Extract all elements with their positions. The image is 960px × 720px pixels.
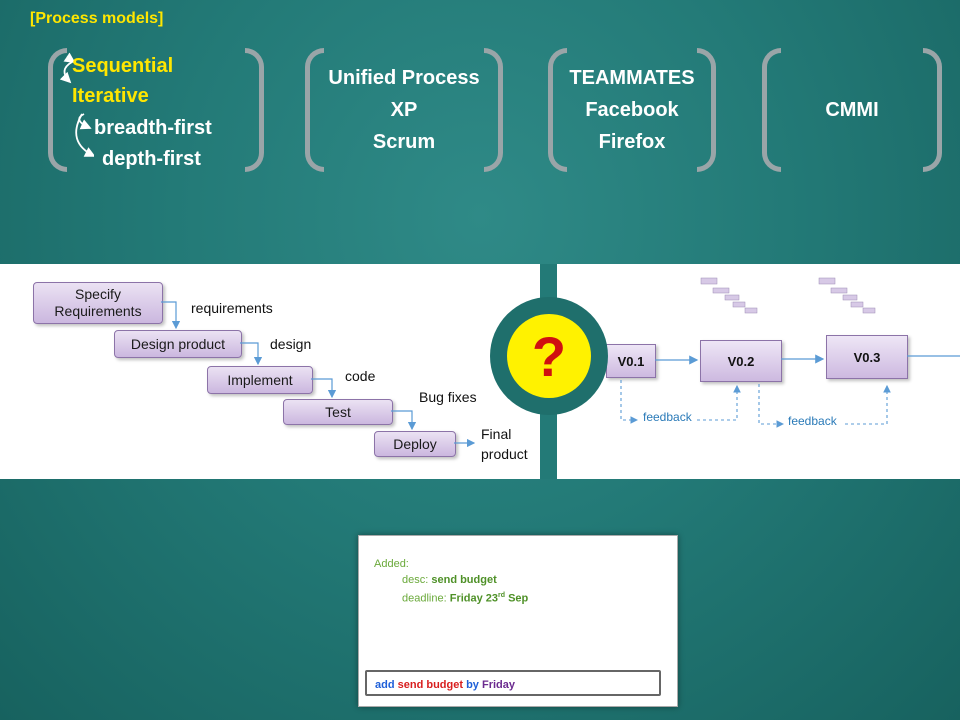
card-added-label: Added: [374, 558, 409, 570]
command-input[interactable]: add send budget by Friday [365, 670, 661, 696]
output-final-product: Final product [481, 426, 528, 462]
feedback-label-1: feedback [643, 410, 692, 424]
right-bracket [245, 48, 264, 172]
card-desc-label: desc: [402, 574, 429, 586]
process-models-group: Sequential Iterative breadth-first depth… [48, 48, 264, 172]
example-facebook: Facebook [585, 99, 679, 121]
methods-list: Unified Process XP Scrum [305, 62, 503, 158]
cmd-add: add [375, 679, 395, 691]
step-deploy: Deploy [374, 431, 456, 457]
method-scrum: Scrum [372, 131, 436, 153]
output-bug-fixes: Bug fixes [419, 389, 477, 405]
card-deadline-sup: rd [498, 592, 506, 599]
framework-group: CMMI [762, 48, 942, 172]
step-specify-requirements: Specify Requirements [33, 282, 163, 324]
output-code: code [345, 368, 376, 384]
task-card-screenshot: Added: desc: send budget deadline: Frida… [358, 535, 678, 707]
cmd-task: send budget [397, 679, 464, 691]
section-tag: [Process models] [30, 10, 164, 27]
left-bracket [48, 48, 67, 172]
left-bracket [305, 48, 324, 172]
card-desc-line: desc: send budget [374, 572, 528, 588]
diagram-band: Specify Requirements Design product Impl… [0, 264, 960, 479]
card-deadline-day: Friday 23 [449, 592, 499, 605]
framework-cmmi: CMMI [825, 99, 879, 121]
output-requirements: requirements [191, 300, 273, 316]
output-design: design [270, 336, 312, 352]
examples-list: TEAMMATES Facebook Firefox [548, 62, 716, 158]
card-added-text: Added: desc: send budget deadline: Frida… [374, 556, 528, 607]
left-bracket [548, 48, 567, 172]
cmd-by: by [466, 679, 479, 691]
step-test: Test [283, 399, 393, 425]
model-sequential: Sequential [72, 55, 174, 77]
examples-group: TEAMMATES Facebook Firefox [548, 48, 716, 172]
method-xp: XP [390, 99, 418, 121]
model-depth-first: depth-first [102, 148, 201, 170]
methods-group: Unified Process XP Scrum [305, 48, 503, 172]
question-mark-icon: ? [507, 314, 591, 398]
left-bracket [762, 48, 781, 172]
iteration-arrows [620, 277, 960, 428]
card-deadline-month: Sep [508, 592, 529, 605]
card-deadline-line: deadline: Friday 23rd Sep [374, 588, 528, 607]
step-design-product: Design product [114, 330, 242, 358]
step-implement: Implement [207, 366, 313, 394]
feedback-label-2: feedback [788, 414, 837, 428]
example-teammates: TEAMMATES [569, 67, 695, 89]
method-unified-process: Unified Process [328, 67, 480, 89]
card-desc-value: send budget [431, 574, 497, 586]
model-breadth-first: breadth-first [94, 117, 212, 139]
model-iterative: Iterative [72, 85, 149, 107]
version-box-v02: V0.2 [700, 340, 782, 382]
example-firefox: Firefox [598, 131, 666, 153]
branch-arrows-icon [59, 52, 94, 157]
card-deadline-label: deadline: [402, 592, 447, 605]
version-box-v03: V0.3 [826, 335, 908, 379]
cmd-day: Friday [481, 679, 515, 691]
waterfall-arrows [161, 301, 476, 448]
